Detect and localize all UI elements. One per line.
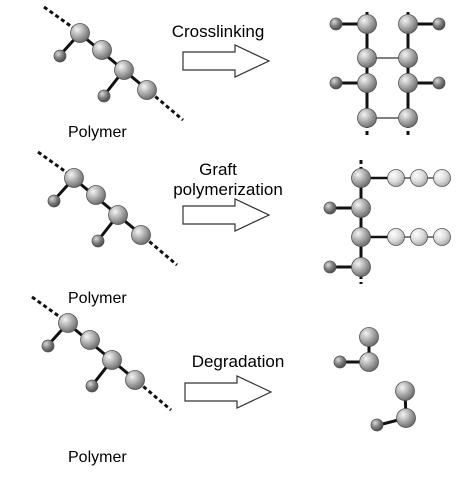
network-bead	[398, 73, 418, 93]
network-side-bead	[432, 17, 446, 31]
polymer-3-side-bead	[41, 339, 55, 353]
network-bead	[357, 108, 377, 128]
arrow-layer	[182, 44, 273, 409]
network-side-bead	[432, 76, 446, 90]
polymer-2-backbone-bead	[86, 185, 106, 205]
polymer-2-backbone-dash-start	[37, 150, 67, 174]
graft-chain-bead	[387, 169, 405, 187]
fragment-1-bead	[359, 352, 379, 372]
fragment-1-bead	[359, 327, 379, 347]
network-bead	[398, 14, 418, 34]
process-label-graft-line1: Graft	[199, 160, 237, 179]
arrow-degradation	[184, 375, 273, 409]
network-bead	[357, 73, 377, 93]
arrow-graft	[182, 198, 271, 232]
network-bead	[398, 48, 418, 68]
polymer-label-graft: Polymer	[68, 290, 127, 307]
graft-backbone-bead	[351, 168, 371, 188]
polymer-2-backbone-bead	[108, 205, 128, 225]
graft-chain-bead	[433, 228, 451, 246]
polymer-1-side-bead	[97, 89, 111, 103]
polymer-3-side-bead	[85, 379, 99, 393]
polymer-3-backbone-dash-start	[31, 295, 61, 319]
network-bead	[357, 48, 377, 68]
graft-backbone-bead	[351, 227, 371, 247]
polymer-3-backbone-bead	[102, 350, 122, 370]
polymer-1-backbone-bead	[92, 40, 112, 60]
polymer-2-side-bead	[47, 194, 61, 208]
graft-backbone-bead	[351, 198, 371, 218]
polymer-2-backbone-bead	[64, 168, 84, 188]
arrow-crosslinking	[182, 44, 271, 78]
graft-side-bead	[323, 201, 337, 215]
process-label-crosslinking: Crosslinking	[171, 22, 265, 41]
polymer-3-backbone-bead	[58, 313, 78, 333]
fragment-2-bead	[396, 408, 416, 428]
network-bead	[357, 14, 377, 34]
graft-chain-bead	[387, 228, 405, 246]
fragment-1-side-bead	[333, 355, 347, 369]
fragment-2-side-bead	[370, 418, 384, 432]
graft-backbone-bead	[351, 257, 371, 277]
polymer-2-backbone-bead	[131, 225, 151, 245]
fragment-2-bead	[395, 381, 415, 401]
bead-layer	[41, 14, 451, 432]
graft-chain-bead	[410, 228, 428, 246]
polymer-3-backbone-bead	[80, 330, 100, 350]
polymer-label-crosslinking: Polymer	[68, 124, 127, 141]
graft-chain-bead	[410, 169, 428, 187]
graft-chain-bead	[433, 169, 451, 187]
graft-side-bead	[323, 260, 337, 274]
polymer-1-backbone-bead	[114, 60, 134, 80]
polymer-1-backbone-dash-start	[43, 5, 73, 29]
polymer-label-degradation: Polymer	[68, 449, 127, 466]
polymer-2-side-bead	[91, 234, 105, 248]
polymer-3-backbone-bead	[125, 370, 145, 390]
polymer-2-backbone-dash-end	[143, 235, 178, 267]
process-label-graft-line2: polymerization	[173, 180, 283, 199]
network-side-bead	[329, 17, 343, 31]
polymer-3-backbone-dash-end	[137, 380, 172, 412]
polymer-1-backbone-bead	[137, 80, 157, 100]
network-side-bead	[329, 76, 343, 90]
network-bead	[398, 108, 418, 128]
polymer-1-backbone-dash-end	[149, 90, 184, 122]
polymer-1-side-bead	[53, 49, 67, 63]
polymer-1-backbone-bead	[70, 23, 90, 43]
process-label-degradation: Degradation	[191, 352, 285, 371]
